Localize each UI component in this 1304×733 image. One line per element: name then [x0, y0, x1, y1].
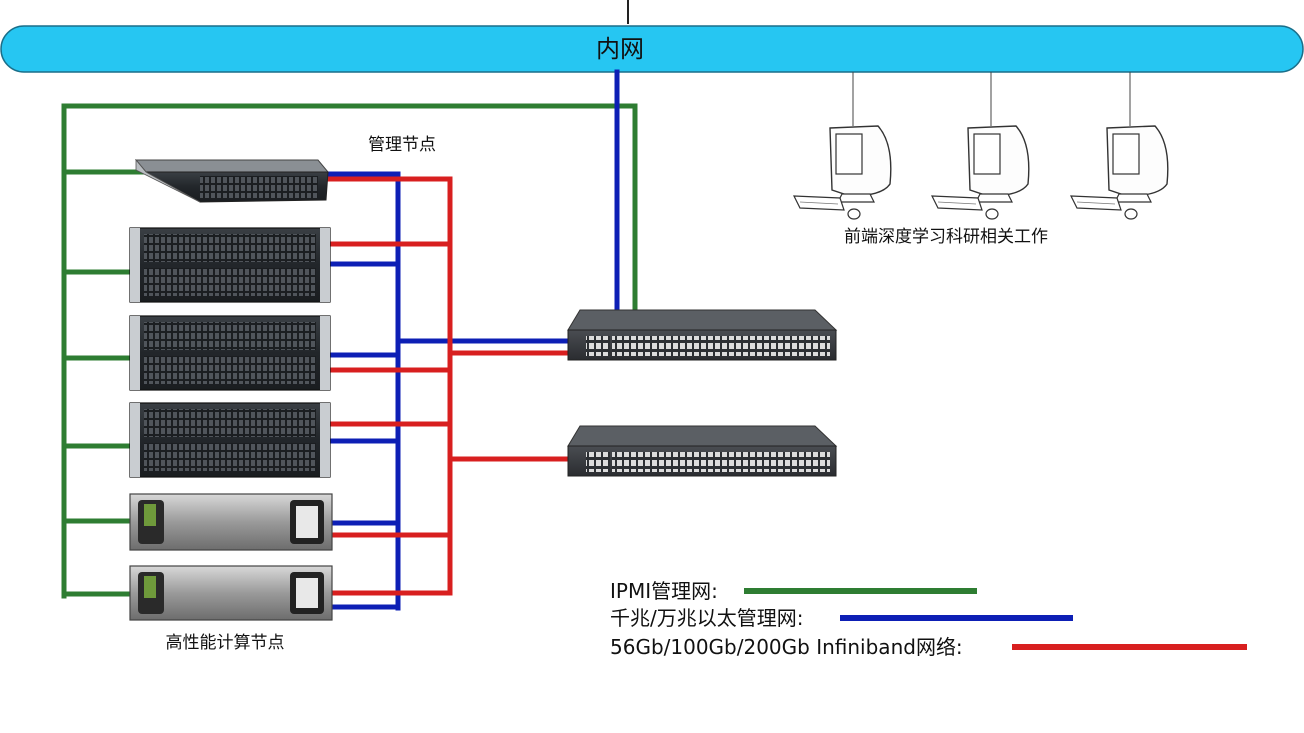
- management-node-label: 管理节点: [368, 135, 436, 155]
- compute-server-2: [129, 315, 331, 391]
- ipmi-network: [61, 103, 638, 599]
- workstations-label: 前端深度学习科研相关工作: [844, 227, 1048, 247]
- compute-nodes-label: 高性能计算节点: [166, 633, 285, 653]
- switch-2: [567, 425, 838, 477]
- legend-ipmi-label: IPMI管理网:: [610, 579, 718, 603]
- legend: IPMI管理网: 千兆/万兆以太管理网: 56Gb/100Gb/200Gb In…: [610, 579, 1247, 659]
- infiniband-network: [311, 176, 578, 596]
- gpu-server-1: [129, 493, 333, 551]
- legend-infiniband-label: 56Gb/100Gb/200Gb Infiniband网络:: [610, 635, 963, 659]
- ethernet-network: [307, 69, 620, 611]
- workstation-2: [931, 125, 1030, 220]
- workstation-1: [793, 125, 892, 220]
- compute-server-3: [129, 402, 331, 478]
- intranet-bus: [0, 25, 1304, 73]
- gpu-server-2: [129, 565, 333, 621]
- compute-server-1: [129, 227, 331, 303]
- switch-1: [567, 309, 838, 361]
- management-node-server: [134, 158, 330, 203]
- intranet-label: 内网: [596, 35, 644, 63]
- legend-ethernet-label: 千兆/万兆以太管理网:: [610, 606, 803, 630]
- workstation-3: [1070, 125, 1169, 220]
